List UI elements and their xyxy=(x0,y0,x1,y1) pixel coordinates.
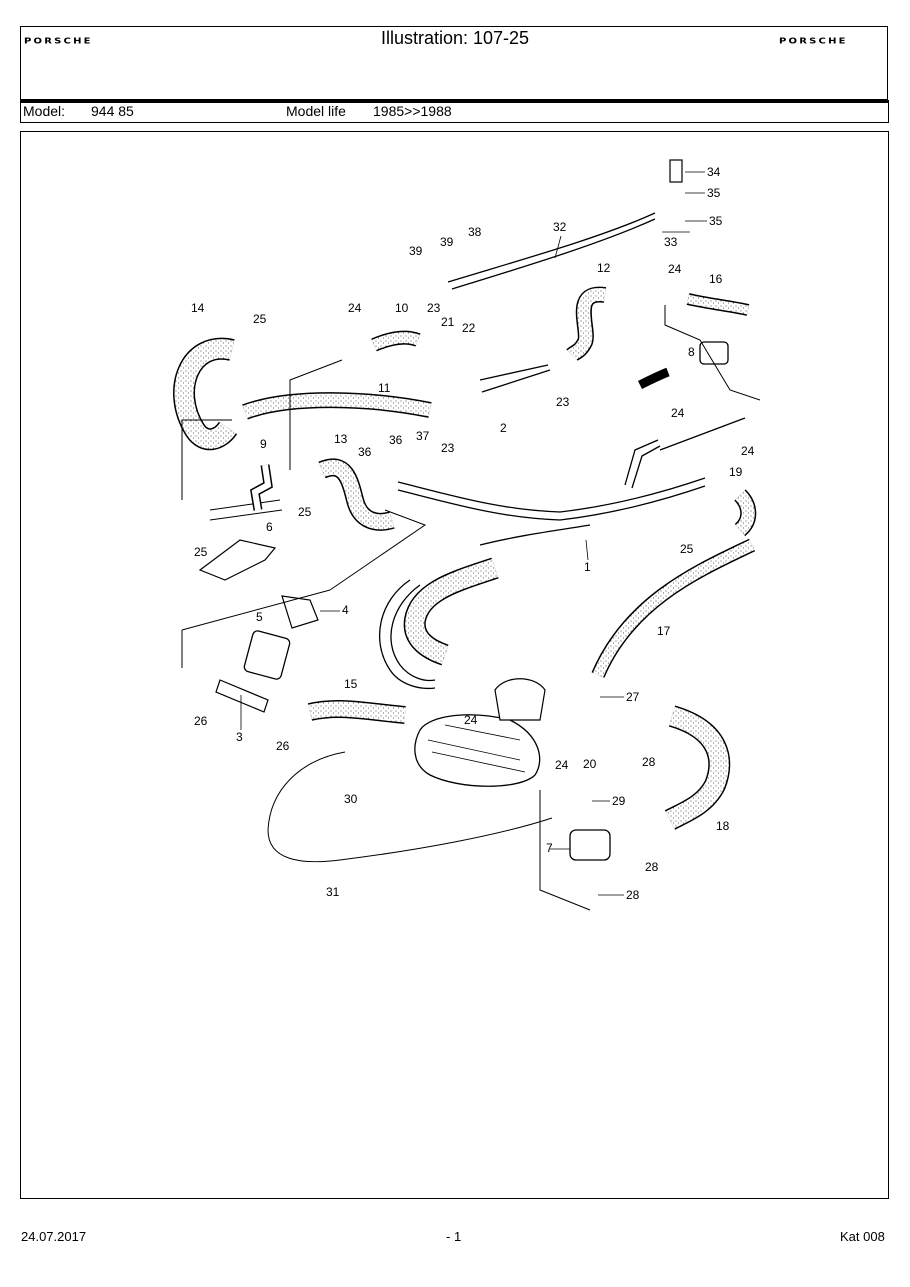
porsche-logo-left: PORSCHE xyxy=(24,37,93,46)
callout-29: 29 xyxy=(612,794,626,808)
header-divider xyxy=(20,100,889,103)
callout-15: 15 xyxy=(344,677,358,691)
callout-22: 22 xyxy=(462,321,476,335)
callout-25c: 25 xyxy=(194,545,208,559)
callout-20: 20 xyxy=(583,757,597,771)
callout-9: 9 xyxy=(260,437,267,451)
callout-37: 37 xyxy=(416,429,430,443)
callout-25b: 25 xyxy=(298,505,312,519)
callout-21: 21 xyxy=(441,315,455,329)
callout-39b: 39 xyxy=(409,244,423,258)
callout-39: 39 xyxy=(440,235,454,249)
model-info-bar: Model: 944 85 Model life 1985>>1988 xyxy=(20,103,889,123)
callout-2: 2 xyxy=(500,421,507,435)
callout-28c: 28 xyxy=(626,888,640,902)
callout-25: 25 xyxy=(253,312,267,326)
callout-24d: 24 xyxy=(741,444,755,458)
callout-13: 13 xyxy=(334,432,348,446)
callout-34: 34 xyxy=(707,165,721,179)
callout-27: 27 xyxy=(626,690,640,704)
header-frame xyxy=(20,26,888,100)
callout-36b: 36 xyxy=(358,445,372,459)
page-title: Illustration: 107-25 xyxy=(380,28,530,48)
fittings xyxy=(198,159,729,861)
callout-28b: 28 xyxy=(645,860,659,874)
callout-11: 11 xyxy=(378,381,391,395)
callout-labels: 34 35 35 33 32 38 39 39 12 24 16 14 25 2… xyxy=(191,165,755,902)
leader-lines xyxy=(240,171,707,896)
callout-24c: 24 xyxy=(671,406,685,420)
callout-23c: 23 xyxy=(441,441,455,455)
callout-24b: 24 xyxy=(348,301,362,315)
dashed-leaders xyxy=(181,305,760,911)
callout-36: 36 xyxy=(389,433,403,447)
callout-12: 12 xyxy=(597,261,611,275)
callout-24e: 24 xyxy=(464,713,478,727)
model-value: 944 85 xyxy=(91,103,134,119)
callout-7: 7 xyxy=(546,841,553,855)
callout-18: 18 xyxy=(716,819,730,833)
callout-35: 35 xyxy=(707,186,721,200)
callout-26: 26 xyxy=(194,714,208,728)
callout-14: 14 xyxy=(191,301,205,315)
callout-3: 3 xyxy=(236,730,243,744)
callout-1: 1 xyxy=(584,560,591,574)
hoses xyxy=(173,286,757,830)
callout-4: 4 xyxy=(342,603,349,617)
callout-16: 16 xyxy=(709,272,723,286)
callout-8: 8 xyxy=(688,345,695,359)
callout-6: 6 xyxy=(266,520,273,534)
diagram-frame xyxy=(20,131,889,1199)
porsche-logo-right: PORSCHE xyxy=(779,37,848,46)
model-label: Model: xyxy=(23,103,66,119)
model-life-value: 1985>>1988 xyxy=(373,103,452,119)
callout-38: 38 xyxy=(468,225,482,239)
callout-26b: 26 xyxy=(276,739,290,753)
callout-25d: 25 xyxy=(680,542,694,556)
callout-23: 23 xyxy=(427,301,441,315)
callout-24: 24 xyxy=(668,262,682,276)
callout-31: 31 xyxy=(326,885,340,899)
callout-23b: 23 xyxy=(556,395,570,409)
callout-10: 10 xyxy=(395,301,409,315)
callout-33: 33 xyxy=(664,235,678,249)
callout-28: 28 xyxy=(642,755,656,769)
page-number: - 1 xyxy=(446,1229,462,1244)
pipes xyxy=(209,212,746,863)
callout-5: 5 xyxy=(256,610,263,624)
callout-32: 32 xyxy=(553,220,567,234)
catalog-code: Kat 008 xyxy=(840,1229,885,1244)
callout-19: 19 xyxy=(729,465,743,479)
model-life-label: Model life xyxy=(286,103,346,119)
parts-illustration: 34 35 35 33 32 38 39 39 12 24 16 14 25 2… xyxy=(173,159,760,911)
callout-24f: 24 xyxy=(555,758,569,772)
callout-17: 17 xyxy=(657,624,671,638)
callout-35b: 35 xyxy=(709,214,723,228)
print-date: 24.07.2017 xyxy=(21,1229,87,1244)
callout-30: 30 xyxy=(344,792,358,806)
